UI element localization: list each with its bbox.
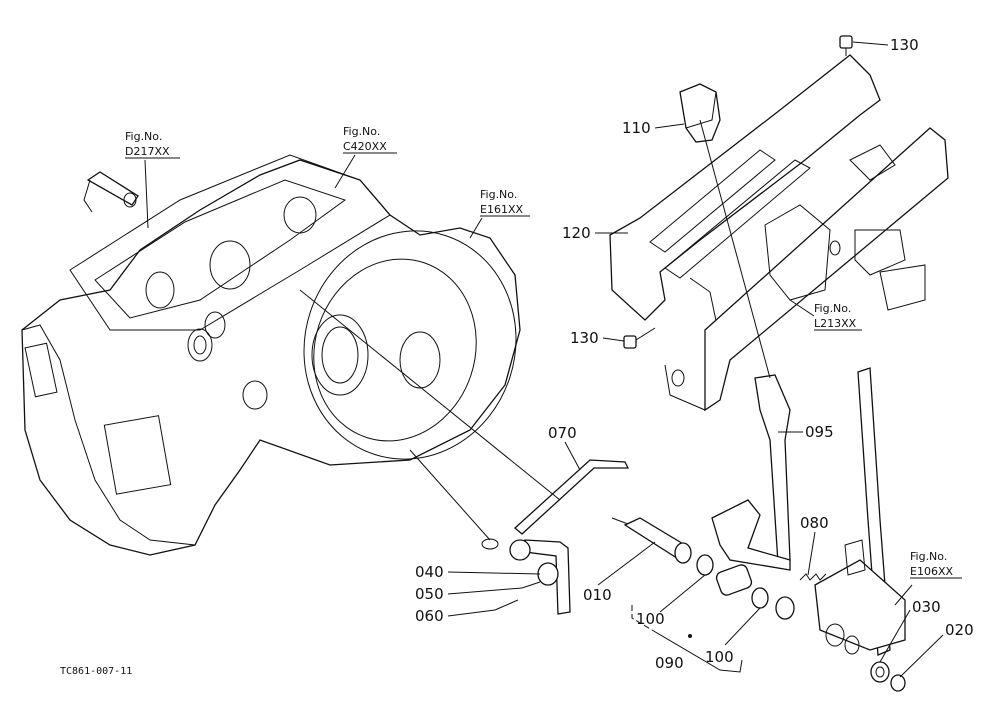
svg-text:130: 130	[570, 329, 599, 347]
svg-text:130: 130	[890, 36, 919, 54]
svg-text:Fig.No.: Fig.No.	[125, 130, 162, 143]
ref-c420[interactable]: Fig.No. C420XX	[334, 125, 397, 189]
bushing-100a	[696, 554, 714, 576]
svg-text:100: 100	[636, 610, 665, 628]
svg-text:060: 060	[415, 607, 444, 625]
svg-text:110: 110	[622, 119, 651, 137]
ref-e161[interactable]: Fig.No. E161XX	[469, 188, 530, 239]
pin-060	[494, 599, 519, 611]
spring-080	[799, 573, 827, 581]
callout-100-right[interactable]: 100	[705, 607, 761, 666]
svg-text:040: 040	[415, 563, 444, 581]
callout-130-top[interactable]: 130	[852, 36, 919, 54]
svg-text:100: 100	[705, 648, 734, 666]
callout-050[interactable]: 050	[415, 585, 523, 603]
callout-070[interactable]: 070	[548, 424, 581, 471]
washer-030	[870, 661, 890, 683]
svg-text:Fig.No.: Fig.No.	[343, 125, 380, 138]
svg-text:050: 050	[415, 585, 444, 603]
pedal-bracket	[609, 54, 949, 412]
pedal-arm-095	[754, 374, 791, 564]
bolt-left-part	[623, 327, 656, 349]
link-040	[481, 538, 571, 615]
pin-050	[521, 581, 541, 589]
svg-text:Fig.No.: Fig.No.	[910, 550, 947, 563]
lever-assembly-090	[711, 499, 791, 596]
svg-text:L213XX: L213XX	[814, 317, 857, 330]
nut-020	[890, 674, 906, 692]
callout-010[interactable]: 010	[583, 541, 656, 604]
svg-text:070: 070	[548, 424, 577, 442]
figure-code: TC861-007-11	[60, 666, 132, 677]
transmission-case	[21, 154, 521, 556]
group-bracket-090	[631, 605, 653, 631]
svg-text:E161XX: E161XX	[480, 203, 523, 216]
callout-080[interactable]: 080	[800, 514, 829, 576]
svg-text:C420XX: C420XX	[343, 140, 387, 153]
rod-070	[514, 459, 630, 535]
ref-d217[interactable]: Fig.No. D217XX	[125, 130, 180, 229]
callout-110[interactable]: 110	[622, 119, 685, 137]
callout-095[interactable]: 095	[778, 423, 834, 441]
callout-020[interactable]: 020	[899, 621, 974, 678]
shaft-010	[611, 517, 692, 564]
callout-090[interactable]: 090	[655, 654, 684, 672]
callout-040[interactable]: 040	[415, 563, 541, 581]
callout-120[interactable]: 120	[562, 224, 628, 242]
knob-part	[679, 83, 721, 143]
right-bracket	[814, 367, 906, 656]
svg-text:E106XX: E106XX	[910, 565, 953, 578]
svg-text:010: 010	[583, 586, 612, 604]
bolt-top-part	[839, 35, 853, 56]
ref-e106[interactable]: Fig.No. E106XX	[894, 550, 962, 606]
svg-text:080: 080	[800, 514, 829, 532]
svg-text:D217XX: D217XX	[125, 145, 170, 158]
callout-060[interactable]: 060	[415, 607, 496, 625]
callout-100-left[interactable]: 100	[636, 574, 706, 628]
callout-130-left[interactable]: 130	[570, 329, 625, 347]
ref-l213[interactable]: Fig.No. L213XX	[789, 299, 862, 331]
svg-text:095: 095	[805, 423, 834, 441]
svg-text:Fig.No.: Fig.No.	[480, 188, 517, 201]
svg-text:120: 120	[562, 224, 591, 242]
svg-text:020: 020	[945, 621, 974, 639]
callout-030[interactable]: 030	[879, 598, 941, 663]
svg-text:Fig.No.: Fig.No.	[814, 302, 851, 315]
svg-text:090: 090	[655, 654, 684, 672]
bushing-100b	[751, 587, 769, 609]
svg-text:030: 030	[912, 598, 941, 616]
